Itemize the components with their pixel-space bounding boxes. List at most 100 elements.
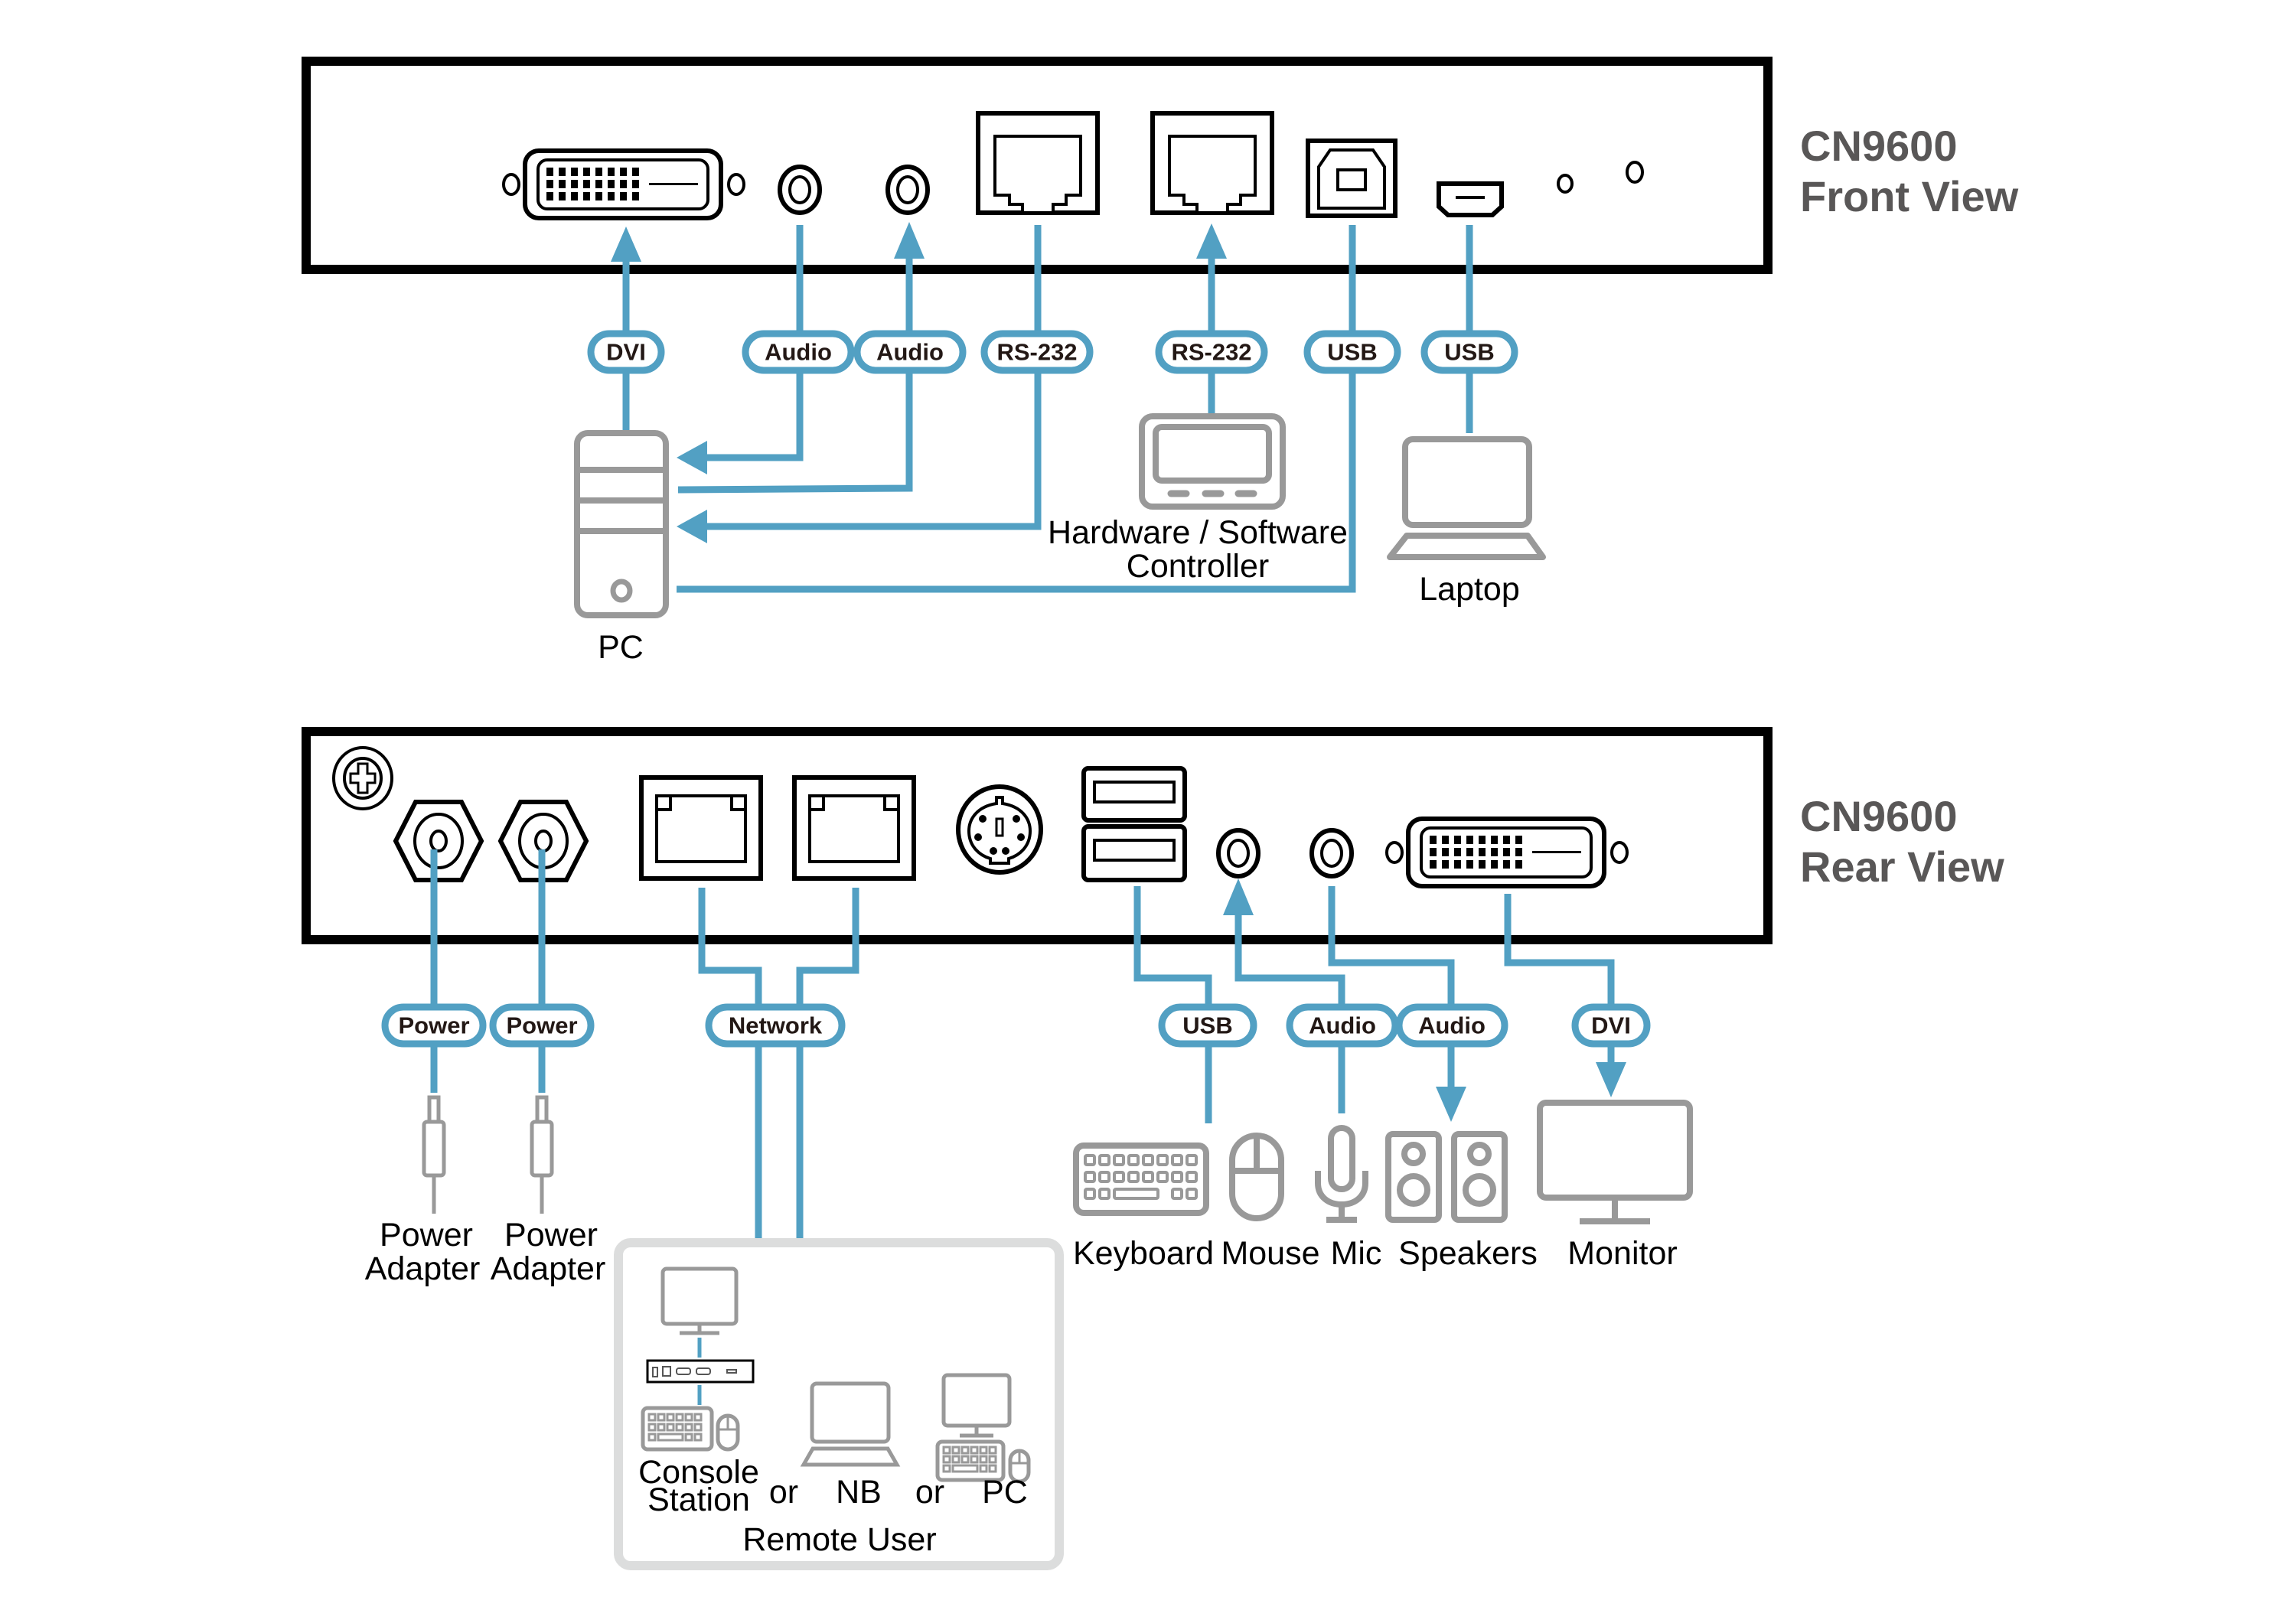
- audio-jack-1-icon: [778, 165, 822, 215]
- rear-title-model: CN9600: [1800, 792, 1957, 840]
- rear-title-view: Rear View: [1800, 843, 2004, 891]
- remote-pc-label: PC: [982, 1474, 1028, 1511]
- power-adapter-2-icon: [530, 1095, 554, 1214]
- svg-text:DVI: DVI: [606, 339, 646, 366]
- cable-label-network: Network: [705, 1003, 846, 1048]
- console-label-line2: Station: [647, 1482, 750, 1518]
- ground-screw-icon: [332, 746, 393, 810]
- console-station-icon: [641, 1266, 755, 1452]
- mic-jack-icon: [1216, 828, 1261, 878]
- rs232-port-1-icon: [976, 111, 1100, 215]
- pc-tower-icon: [574, 430, 669, 618]
- monitor-label: Monitor: [1567, 1235, 1677, 1272]
- cable-label-usb-1: USB: [1303, 330, 1401, 374]
- wire-audio-1: [707, 225, 804, 461]
- remote-user-group: Console Station or NB or: [614, 1238, 1064, 1570]
- arrow-up-icon: [1196, 223, 1227, 259]
- monitor-icon: [1537, 1100, 1693, 1224]
- wire-rs232-1: [707, 225, 1042, 530]
- svg-text:USB: USB: [1182, 1012, 1232, 1039]
- notebook-icon: [800, 1381, 901, 1467]
- keyboard-icon: [1073, 1143, 1209, 1216]
- cable-label-audio-2: Audio: [853, 330, 967, 374]
- cable-label-usb: USB: [1158, 1003, 1257, 1048]
- arrow-down-icon: [1436, 1087, 1466, 1122]
- mini-usb-port-icon: [1437, 181, 1504, 217]
- arrow-left-icon: [677, 441, 707, 474]
- svg-text:USB: USB: [1444, 339, 1494, 366]
- cable-label-usb-2: USB: [1420, 330, 1518, 374]
- remote-user-caption: Remote User: [742, 1521, 936, 1558]
- mouse-label: Mouse: [1221, 1235, 1319, 1272]
- pc-label: PC: [598, 629, 644, 666]
- cable-label-dvi: DVI: [587, 330, 665, 374]
- cable-label-rs232-2: RS-232: [1155, 330, 1268, 374]
- usb-b-port-icon: [1306, 139, 1397, 218]
- or-label-1: or: [769, 1474, 798, 1511]
- console-label-line1: Console: [638, 1454, 759, 1491]
- remote-pc-icon: [935, 1373, 1031, 1484]
- cable-label-power-1: Power: [381, 1003, 487, 1048]
- arrow-up-icon: [1223, 878, 1254, 915]
- svg-text:RS-232: RS-232: [1171, 339, 1251, 366]
- usb-a-ports-icon: [1081, 766, 1187, 882]
- svg-text:Power: Power: [398, 1012, 469, 1039]
- mouse-icon: [1229, 1133, 1284, 1221]
- arrow-up-icon: [611, 227, 641, 262]
- rear-dvi-port-icon: [1385, 817, 1629, 888]
- laptop-label: Laptop: [1419, 571, 1520, 608]
- speakers-label: Speakers: [1398, 1235, 1538, 1272]
- power-adapter-2-label-line1: Power: [504, 1217, 598, 1253]
- arrow-left-icon: [677, 510, 707, 543]
- cable-label-audio-1: Audio: [742, 330, 855, 374]
- svg-text:Audio: Audio: [876, 339, 944, 366]
- controller-label-line2: Controller: [1127, 548, 1269, 585]
- rs232-port-2-icon: [1150, 111, 1274, 215]
- cable-label-audio-mic: Audio: [1286, 1003, 1399, 1048]
- cable-label-dvi-rear: DVI: [1571, 1003, 1651, 1048]
- front-title-view: Front View: [1800, 172, 2019, 220]
- lan-port-1-icon: [639, 775, 763, 881]
- svg-text:Audio: Audio: [765, 339, 832, 366]
- power-adapter-1-label-line2: Adapter: [365, 1250, 481, 1287]
- wire-network-2: [796, 888, 859, 1241]
- nb-label: NB: [836, 1474, 882, 1511]
- cable-label-rs232-1: RS-232: [980, 330, 1094, 374]
- controller-icon: [1139, 413, 1286, 510]
- power-adapter-2-label-line2: Adapter: [491, 1250, 606, 1287]
- front-title-model: CN9600: [1800, 122, 1957, 170]
- power-adapter-1-label-line1: Power: [380, 1217, 473, 1253]
- front-view: CN9600 Front View DVI: [302, 57, 2019, 666]
- mic-label: Mic: [1331, 1235, 1382, 1272]
- speaker-jack-icon: [1309, 828, 1354, 878]
- laptop-icon: [1387, 436, 1546, 560]
- led-1-icon: [1557, 174, 1574, 194]
- svg-text:Network: Network: [729, 1012, 823, 1039]
- svg-text:Power: Power: [506, 1012, 577, 1039]
- keyboard-label: Keyboard: [1073, 1235, 1214, 1272]
- speakers-icon: [1385, 1131, 1508, 1223]
- rear-view: CN9600 Rear View Power Power Netw: [302, 727, 2004, 1570]
- mic-icon: [1315, 1125, 1368, 1223]
- lan-port-2-icon: [792, 775, 916, 881]
- svg-text:Audio: Audio: [1418, 1012, 1486, 1039]
- controller-label-line1: Hardware / Software: [1048, 514, 1348, 551]
- cable-label-audio-speakers: Audio: [1395, 1003, 1508, 1048]
- audio-jack-2-icon: [885, 165, 930, 215]
- cable-label-power-2: Power: [489, 1003, 595, 1048]
- arrow-down-icon: [1596, 1062, 1626, 1097]
- wire-usb: [1133, 886, 1212, 1123]
- dvi-port-icon: [502, 148, 745, 220]
- power-adapter-1-icon: [422, 1095, 446, 1214]
- power-jack-2-icon: [497, 800, 589, 882]
- svg-text:Audio: Audio: [1309, 1012, 1376, 1039]
- ps2-port-icon: [956, 784, 1043, 875]
- power-jack-1-icon: [393, 800, 484, 882]
- svg-text:RS-232: RS-232: [996, 339, 1077, 366]
- arrow-up-icon: [894, 222, 925, 259]
- svg-text:USB: USB: [1327, 339, 1377, 366]
- led-2-icon: [1626, 161, 1644, 184]
- wire-network-1: [698, 888, 762, 1241]
- svg-text:DVI: DVI: [1591, 1012, 1631, 1039]
